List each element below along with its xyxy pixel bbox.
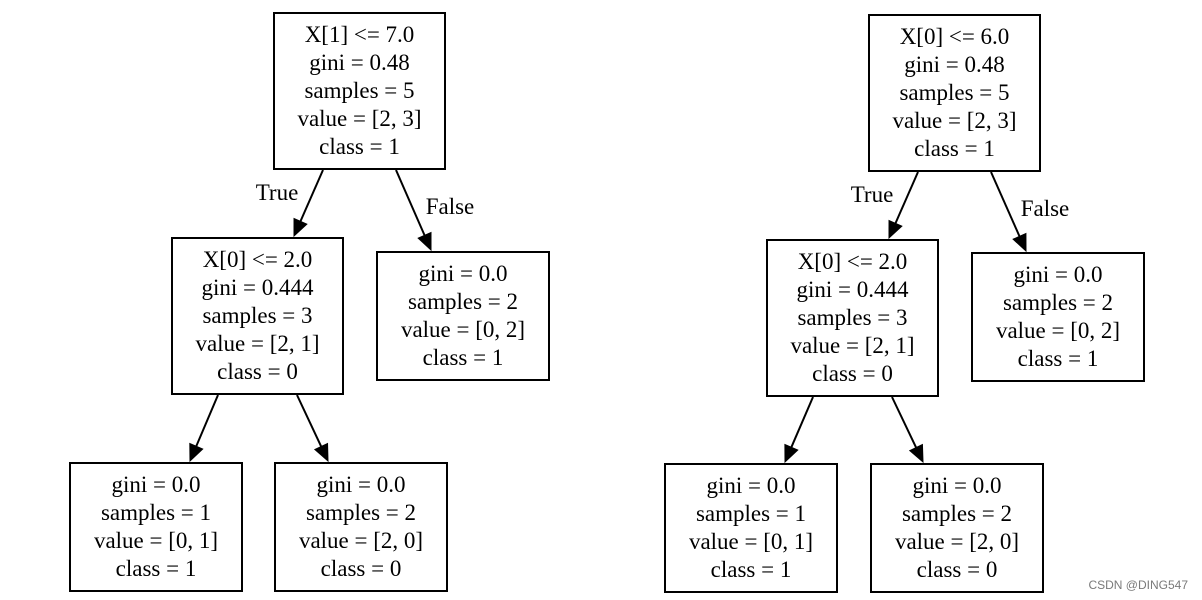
node-text-line: samples = 2: [1003, 290, 1113, 315]
node-text-line: samples = 2: [902, 501, 1012, 526]
node-text-line: class = 1: [914, 136, 995, 161]
node-text-line: X[0] <= 6.0: [900, 24, 1010, 49]
edge-root-to-right: False: [990, 171, 1070, 253]
node-text-line: value = [0, 1]: [94, 528, 218, 553]
node-text-line: gini = 0.444: [201, 275, 314, 300]
tree-node-left-left: gini = 0.0 samples = 1 value = [0, 1] class…: [69, 462, 243, 592]
edge-line: [195, 394, 219, 447]
node-text-line: value = [2, 3]: [297, 106, 421, 131]
tree-node-right: gini = 0.0 samples = 2 value = [0, 2] class…: [971, 252, 1145, 382]
edge-root-to-left: True: [851, 171, 919, 240]
arrowhead-icon: [189, 442, 204, 463]
edge-line: [990, 171, 1021, 237]
node-box: [664, 463, 838, 593]
tree-node-right: gini = 0.0 samples = 2 value = [0, 2] class…: [376, 251, 550, 381]
node-text-line: samples = 5: [899, 80, 1009, 105]
node-text-line: gini = 0.0: [316, 472, 405, 497]
edge-left-to-left_right: [891, 396, 924, 464]
edge-label: True: [256, 180, 299, 205]
node-text-line: class = 1: [423, 345, 504, 370]
tree-node-left-right: gini = 0.0 samples = 2 value = [2, 0] class…: [870, 463, 1044, 593]
arrowhead-icon: [784, 443, 799, 464]
node-box: [273, 12, 446, 170]
node-box: [766, 239, 939, 397]
node-box: [69, 462, 243, 592]
arrowhead-icon: [293, 217, 308, 238]
node-box: [870, 463, 1044, 593]
edge-line: [299, 169, 324, 222]
edge-line: [790, 396, 814, 448]
tree-node-left: X[0] <= 2.0 gini = 0.444 samples = 3 value …: [766, 239, 939, 397]
node-text-line: value = [2, 0]: [895, 529, 1019, 554]
node-box: [971, 252, 1145, 382]
node-text-line: X[1] <= 7.0: [305, 22, 415, 47]
arrowhead-icon: [313, 442, 329, 463]
watermark: CSDN @DING547: [1088, 578, 1188, 592]
edge-line: [296, 394, 323, 447]
node-text-line: gini = 0.0: [706, 473, 795, 498]
node-text-line: gini = 0.0: [418, 261, 507, 286]
arrowhead-icon: [908, 443, 924, 464]
node-text-line: value = [0, 1]: [689, 529, 813, 554]
node-box: [376, 251, 550, 381]
node-text-line: gini = 0.0: [912, 473, 1001, 498]
node-text-line: gini = 0.48: [309, 50, 410, 75]
edge-line: [395, 169, 426, 236]
node-text-line: samples = 5: [304, 78, 414, 103]
node-text-line: class = 1: [116, 556, 197, 581]
edge-root-to-right: False: [395, 169, 475, 252]
node-text-line: gini = 0.48: [904, 52, 1005, 77]
edge-label: True: [851, 182, 894, 207]
node-text-line: class = 1: [319, 134, 400, 159]
edge-root-to-left: True: [256, 169, 324, 238]
edge-left-to-left_left: [189, 394, 219, 463]
node-box: [171, 237, 344, 395]
node-text-line: X[0] <= 2.0: [203, 247, 313, 272]
node-text-line: value = [2, 0]: [299, 528, 423, 553]
node-text-line: samples = 1: [696, 501, 806, 526]
arrowhead-icon: [1012, 232, 1027, 253]
node-text-line: samples = 3: [797, 305, 907, 330]
node-text-line: samples = 3: [202, 303, 312, 328]
node-text-line: gini = 0.0: [1013, 262, 1102, 287]
edge-line: [894, 171, 919, 224]
arrowhead-icon: [888, 219, 903, 240]
node-box: [274, 462, 448, 592]
node-text-line: samples = 2: [306, 500, 416, 525]
tree-node-root: X[0] <= 6.0 gini = 0.48 samples = 5 value =…: [868, 14, 1041, 172]
node-text-line: value = [2, 3]: [892, 108, 1016, 133]
node-text-line: value = [2, 1]: [790, 333, 914, 358]
tree-node-left-left: gini = 0.0 samples = 1 value = [0, 1] class…: [664, 463, 838, 593]
node-text-line: class = 0: [321, 556, 402, 581]
tree-node-root: X[1] <= 7.0 gini = 0.48 samples = 5 value =…: [273, 12, 446, 170]
arrowhead-icon: [417, 231, 432, 252]
node-text-line: class = 1: [1018, 346, 1099, 371]
node-text-line: value = [2, 1]: [195, 331, 319, 356]
node-text-line: gini = 0.0: [111, 472, 200, 497]
node-text-line: class = 0: [917, 557, 998, 582]
tree-node-left-right: gini = 0.0 samples = 2 value = [2, 0] class…: [274, 462, 448, 592]
edge-left-to-left_left: [784, 396, 814, 464]
node-text-line: gini = 0.444: [796, 277, 909, 302]
node-text-line: class = 1: [711, 557, 792, 582]
node-text-line: class = 0: [217, 359, 298, 384]
node-text-line: X[0] <= 2.0: [798, 249, 908, 274]
edge-label: False: [1021, 196, 1070, 221]
edge-line: [891, 396, 918, 448]
edge-label: False: [426, 194, 475, 219]
node-text-line: samples = 1: [101, 500, 211, 525]
node-text-line: class = 0: [812, 361, 893, 386]
node-text-line: samples = 2: [408, 289, 518, 314]
tree-node-left: X[0] <= 2.0 gini = 0.444 samples = 3 value …: [171, 237, 344, 395]
node-text-line: value = [0, 2]: [401, 317, 525, 342]
node-box: [868, 14, 1041, 172]
node-text-line: value = [0, 2]: [996, 318, 1120, 343]
edge-left-to-left_right: [296, 394, 329, 463]
